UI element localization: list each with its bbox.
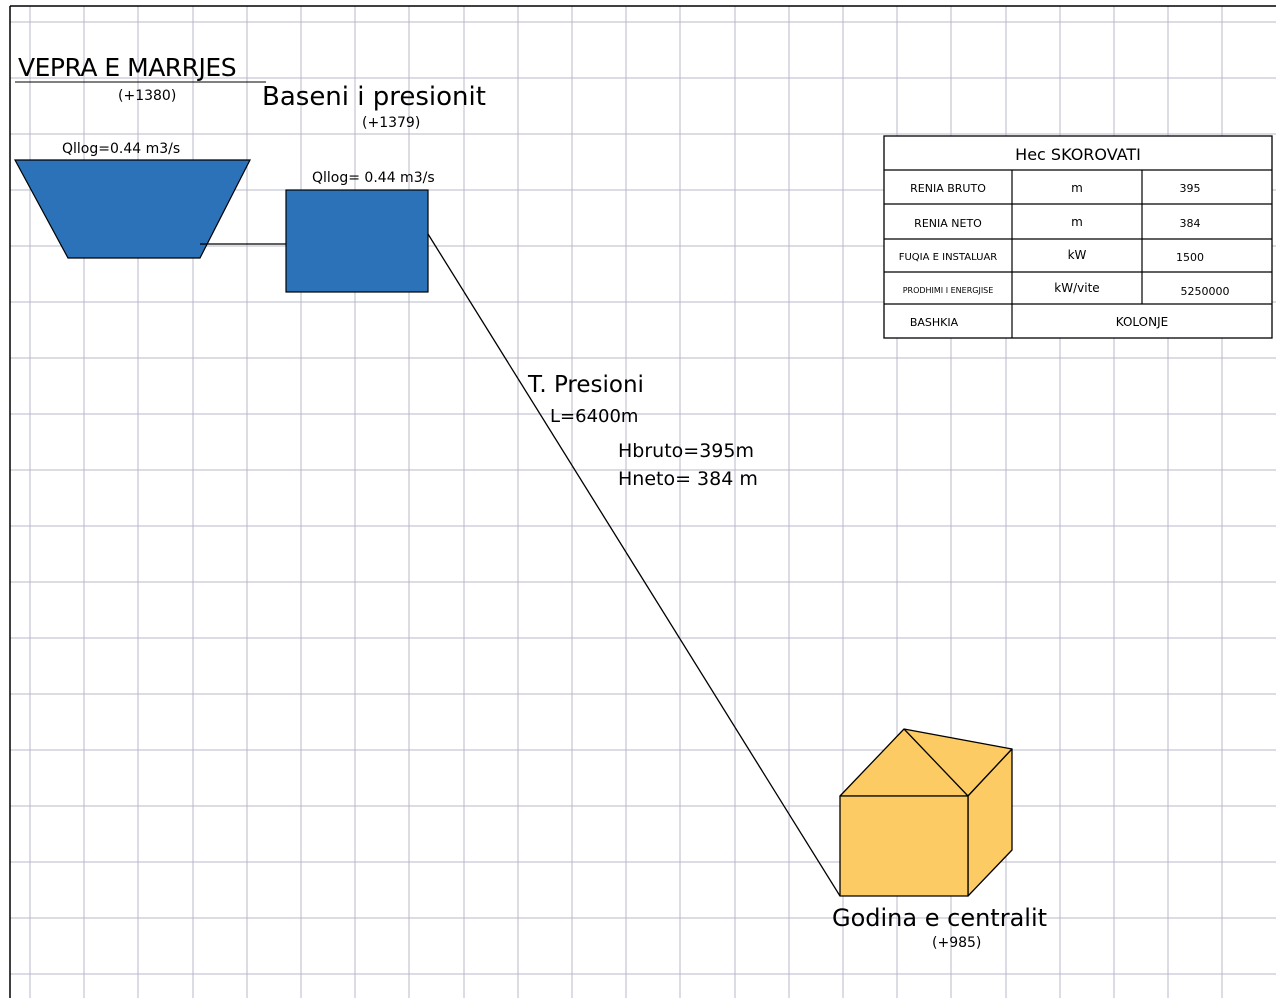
table-row-label: RENIA BRUTO bbox=[910, 182, 986, 195]
table-background bbox=[883, 135, 1273, 339]
table-title: Hec SKOROVATI bbox=[1015, 145, 1141, 164]
powerhouse-building bbox=[839, 728, 1013, 897]
powerhouse-roof-ridge bbox=[903, 728, 969, 797]
penstock-title: T. Presioni bbox=[527, 372, 644, 398]
penstock-line bbox=[427, 233, 841, 897]
table-row-label: RENIA NETO bbox=[914, 217, 982, 230]
table-row-label: PRODHIMI I ENERGJISE bbox=[903, 286, 994, 295]
background-grid bbox=[10, 6, 1276, 998]
table-row-value: 1500 bbox=[1176, 251, 1204, 264]
intake-title: VEPRA E MARRJES bbox=[18, 53, 236, 82]
intake-elevation: (+1380) bbox=[118, 88, 176, 104]
head-gross-label: Hbruto=395m bbox=[618, 440, 754, 462]
intake-reservoir-shape bbox=[13, 159, 251, 259]
powerhouse-elevation: (+985) bbox=[932, 935, 981, 951]
pressure-basin-shape bbox=[285, 189, 429, 293]
penstock-length: L=6400m bbox=[550, 406, 638, 427]
table-municipality-label: BASHKIA bbox=[910, 316, 959, 329]
table-row-unit: kW/vite bbox=[1054, 281, 1099, 295]
table-row-unit: kW bbox=[1068, 248, 1087, 262]
table-row-value: 384 bbox=[1180, 217, 1201, 230]
basin-flow-label: Qllog= 0.44 m3/s bbox=[312, 170, 435, 186]
table-row-unit: m bbox=[1071, 215, 1083, 229]
basin-title: Baseni i presionit bbox=[262, 82, 486, 112]
table-row-value: 5250000 bbox=[1181, 285, 1230, 298]
table-row-label: FUQIA E INSTALUAR bbox=[899, 252, 998, 263]
head-net-label: Hneto= 384 m bbox=[618, 468, 758, 490]
basin-elevation: (+1379) bbox=[362, 115, 420, 131]
table-municipality-value: KOLONJE bbox=[1116, 315, 1168, 329]
table-row-value: 395 bbox=[1180, 182, 1201, 195]
powerhouse-front bbox=[839, 795, 969, 897]
powerhouse-title: Godina e centralit bbox=[832, 904, 1047, 932]
summary-table: Hec SKOROVATI RENIA BRUTO m 395 RENIA NE… bbox=[883, 135, 1273, 339]
intake-flow-label: Qllog=0.44 m3/s bbox=[62, 141, 180, 157]
table-row-unit: m bbox=[1071, 181, 1083, 195]
